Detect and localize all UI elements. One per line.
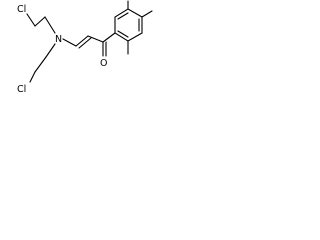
bond-ch2-ch2-lower (34, 56, 47, 73)
bond-ch2-cl-lower (29, 71, 36, 83)
bond-ch-ch-double-a (75, 35, 89, 47)
bond-ch-co (87, 35, 104, 43)
atom-cl-bottom: Cl (17, 84, 26, 95)
methyl-right (141, 10, 153, 18)
benzene-ring (114, 8, 143, 42)
atom-nitrogen: N (55, 34, 62, 45)
bond-ch2-n-upper (44, 16, 56, 34)
bond-n-ch2-lower (45, 43, 56, 58)
ring-inner-double-1 (117, 12, 129, 20)
bond-ch-ch-double-b (78, 37, 92, 49)
ring-inner-double-3 (117, 30, 129, 38)
bond-n-ch (62, 38, 77, 47)
atom-oxygen: O (100, 58, 107, 69)
bond-cl-ch2-upper (26, 13, 36, 27)
structure-diagram: Cl N Cl O (17, 0, 153, 95)
bond-co-ring (102, 32, 116, 43)
atom-cl-top: Cl (17, 4, 26, 15)
bond-ch2-ch2-upper (34, 16, 46, 27)
